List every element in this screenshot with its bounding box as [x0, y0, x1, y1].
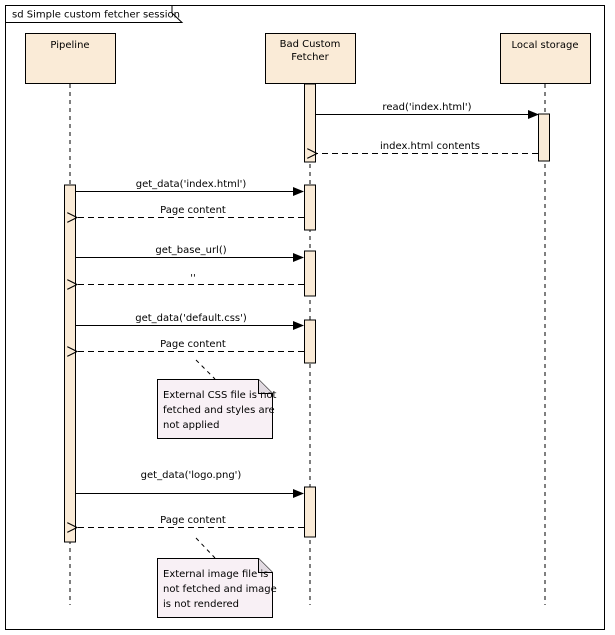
- activation-fetcher-2: [304, 184, 316, 231]
- message-2-label: index.html contents: [380, 141, 480, 152]
- participant-box-pipeline[interactable]: [25, 33, 116, 84]
- activation-fetcher-5: [304, 486, 316, 538]
- message-5[interactable]: get_base_url(): [76, 245, 304, 262]
- note-image-line2: not fetched and image: [163, 584, 277, 595]
- message-3-label: get_data('index.html'): [136, 179, 247, 190]
- message-2[interactable]: index.html contents: [317, 141, 538, 154]
- activation-fetcher-1: [304, 83, 316, 163]
- activation-fetcher-4: [304, 319, 316, 364]
- participant-label-fetcher-line2: Fetcher: [291, 52, 329, 63]
- participant-box-fetcher[interactable]: [265, 33, 356, 84]
- note-image-line3: is not rendered: [163, 599, 239, 610]
- message-1-label: read('index.html'): [382, 102, 471, 113]
- note-image-line1: External image file is: [163, 569, 268, 580]
- participant-label-pipeline: Pipeline: [50, 40, 89, 51]
- note-image[interactable]: External image file is not fetched and i…: [157, 558, 277, 618]
- message-9-label: get_data('logo.png'): [141, 470, 242, 481]
- note-css[interactable]: External CSS file is not fetched and sty…: [157, 379, 277, 439]
- message-1[interactable]: read('index.html'): [316, 102, 539, 119]
- activation-pipeline: [64, 184, 76, 543]
- message-7-label: get_data('default.css'): [135, 313, 247, 324]
- note-css-line2: fetched and styles are: [163, 405, 275, 416]
- message-5-label: get_base_url(): [155, 245, 226, 256]
- message-10[interactable]: Page content: [77, 515, 304, 528]
- participant-label-storage: Local storage: [511, 40, 578, 51]
- note-css-line1: External CSS file is not: [163, 390, 277, 401]
- message-8-label: Page content: [160, 339, 226, 350]
- message-4[interactable]: Page content: [77, 205, 304, 218]
- note-css-line3: not applied: [163, 420, 219, 431]
- frame-label: sd Simple custom fetcher session: [12, 10, 180, 21]
- message-8[interactable]: Page content: [77, 339, 304, 352]
- activation-storage: [538, 113, 550, 162]
- activation-fetcher-3: [304, 250, 316, 297]
- message-6-label: '': [190, 273, 196, 284]
- message-6[interactable]: '': [77, 273, 304, 285]
- message-9[interactable]: get_data('logo.png'): [76, 470, 304, 498]
- participant-box-storage[interactable]: [500, 33, 591, 84]
- message-10-label: Page content: [160, 515, 226, 526]
- message-4-label: Page content: [160, 205, 226, 216]
- message-3[interactable]: get_data('index.html'): [76, 179, 304, 196]
- message-7[interactable]: get_data('default.css'): [76, 313, 304, 330]
- frame-label-tab: [5, 5, 184, 23]
- participant-label-fetcher-line1: Bad Custom: [280, 39, 341, 50]
